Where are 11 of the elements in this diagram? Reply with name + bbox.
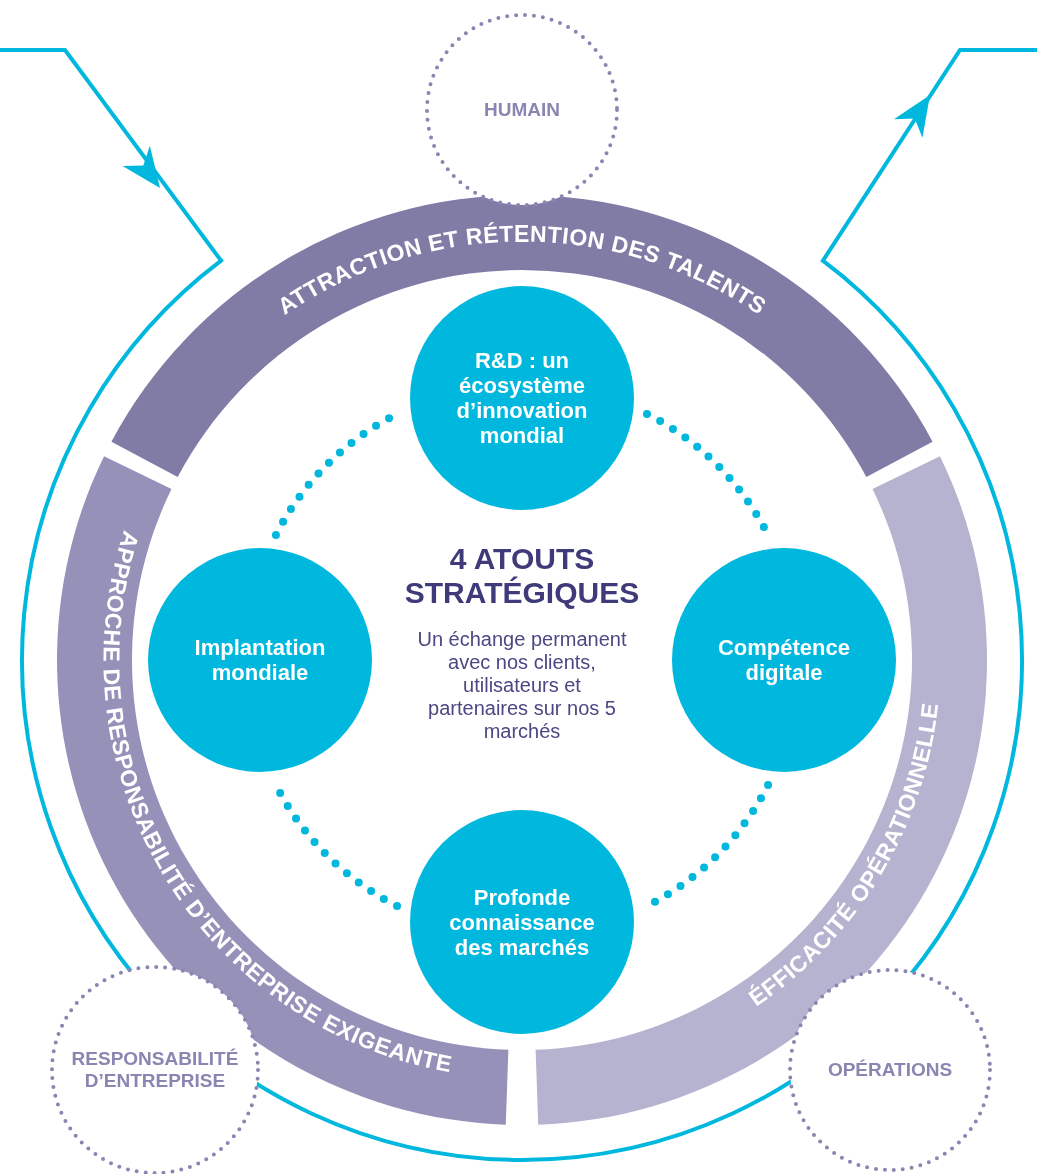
circle-label: Compétence digitale <box>716 635 851 685</box>
circle-label: Implantation mondiale <box>193 635 327 685</box>
circle-label: RESPONSABILITÉ D’ENTREPRISE <box>70 1048 240 1092</box>
center-text: Un échange permanent avec nos clients, utilisateurs et partenaires sur nos 5 marchés <box>417 628 627 743</box>
circle-label: Profonde connaissance des marchés <box>448 884 596 960</box>
ring-segment <box>111 195 933 477</box>
circle-label: R&D : un écosystème d’innovation mondial <box>455 348 589 448</box>
dotted-circle <box>423 11 621 209</box>
circle-label: OPÉRATIONS <box>826 1059 954 1081</box>
circle-label: HUMAIN <box>483 99 561 121</box>
center-title: 4 ATOUTS STRATÉGIQUES <box>403 542 641 610</box>
